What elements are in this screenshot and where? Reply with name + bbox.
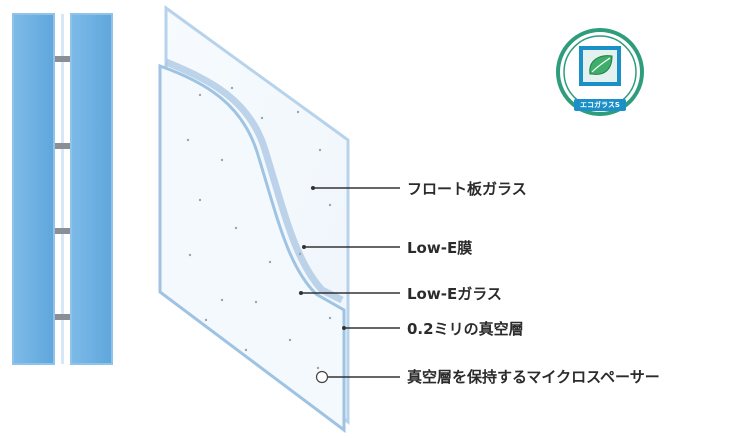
leaf-vein-icon bbox=[591, 57, 611, 73]
micro-spacer-dot bbox=[234, 226, 238, 230]
micro-spacer-dot bbox=[220, 158, 224, 162]
leader-lines bbox=[299, 186, 400, 384]
low-e-glass-pane bbox=[158, 63, 346, 433]
badge-text-band bbox=[574, 99, 626, 111]
micro-spacer-dot bbox=[186, 138, 190, 142]
micro-spacer-dot bbox=[328, 203, 332, 207]
eco-glass-badge-text: エコガラスS bbox=[580, 101, 620, 109]
micro-spacer-dot bbox=[204, 318, 208, 322]
label-vacuum-layer: 0.2ミリの真空層 bbox=[407, 320, 524, 338]
micro-spacer-dot bbox=[230, 86, 234, 90]
label-micro-spacer: 真空層を保持するマイクロスペーサー bbox=[407, 368, 660, 386]
micro-spacer-dot bbox=[316, 366, 320, 370]
eco-glass-badge bbox=[556, 28, 644, 116]
right-glass-bar bbox=[70, 13, 113, 365]
spacer-callout-ring bbox=[315, 370, 329, 384]
label-low-e-glass: Low-Eガラス bbox=[407, 285, 502, 303]
micro-spacer-dot bbox=[260, 116, 264, 120]
spacer-2 bbox=[55, 143, 70, 149]
micro-spacer-dot bbox=[244, 348, 248, 352]
label-float-glass: フロート板ガラス bbox=[407, 180, 527, 198]
perspective-glass-view bbox=[158, 5, 350, 433]
spacer-4 bbox=[55, 314, 70, 320]
micro-spacer-dot bbox=[288, 338, 292, 342]
micro-spacer-dot bbox=[268, 260, 272, 264]
micro-spacer-dot bbox=[254, 300, 258, 304]
micro-spacer-dot bbox=[220, 298, 224, 302]
spacer-1 bbox=[55, 56, 70, 62]
micro-spacer-dot bbox=[198, 198, 202, 202]
spacer-3 bbox=[55, 228, 70, 234]
micro-spacer-dot bbox=[188, 253, 192, 257]
label-low-e-film: Low-E膜 bbox=[407, 239, 473, 257]
left-glass-bar bbox=[12, 13, 55, 365]
cross-section-view bbox=[12, 13, 113, 365]
micro-spacer-dot bbox=[328, 316, 332, 320]
micro-spacer-dot bbox=[318, 148, 322, 152]
low-e-film-curve bbox=[164, 58, 344, 304]
micro-spacer-dot bbox=[198, 93, 202, 97]
micro-spacer-dot bbox=[296, 110, 300, 114]
micro-spacer-dot bbox=[298, 252, 302, 256]
